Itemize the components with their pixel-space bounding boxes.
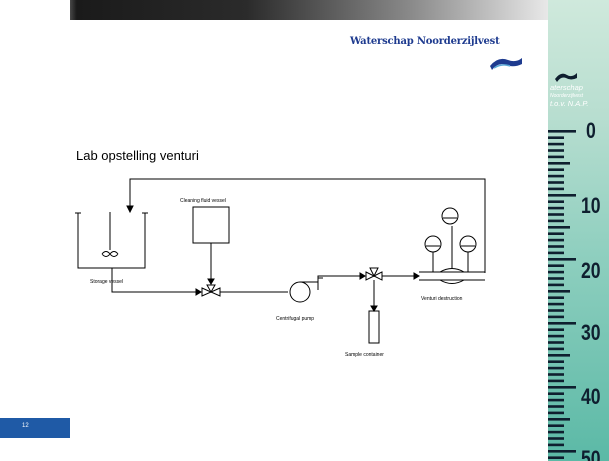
sample-container <box>368 310 380 344</box>
gauge-tick <box>548 437 564 440</box>
gauge-tick <box>548 418 570 421</box>
label-venturi-destruction: Venturi destruction <box>421 296 463 302</box>
gauge-tick <box>548 360 564 363</box>
label-sample-container: Sample container <box>345 352 384 358</box>
gauge-tick <box>548 411 564 415</box>
page-number: 12 <box>22 423 29 429</box>
gauge-tick-label: 20 <box>581 258 601 283</box>
storage-vessel <box>77 213 146 269</box>
gauge-tick <box>548 149 564 152</box>
gauge-tick <box>548 456 564 459</box>
gauge-tick <box>548 322 576 325</box>
gauge-tick <box>548 258 576 261</box>
gauge-tick <box>548 366 564 370</box>
gauge-tick <box>548 430 564 434</box>
gauge-tick <box>548 174 564 178</box>
gauge-tick <box>548 328 564 331</box>
gauge-tick <box>548 296 564 299</box>
gauge-tick-label: 40 <box>581 384 601 409</box>
pressure-gauge-left-icon <box>424 235 442 253</box>
pump-outlet-pipe <box>317 275 364 282</box>
gauge-tick <box>548 251 564 255</box>
gauge-tick <box>548 290 570 293</box>
process-diagram: Storage vessel Cleaning fluid vessel Cen… <box>75 178 486 358</box>
gauge-tick <box>548 341 564 344</box>
gauge-tick <box>548 130 576 133</box>
gauge-tick <box>548 136 564 139</box>
gauge-tick <box>548 354 570 357</box>
gauge-brand-line-1: aterschap <box>550 83 583 92</box>
gauge-tick-label: 50 <box>581 446 601 461</box>
gauge-tick <box>548 386 576 389</box>
three-way-valve-1 <box>201 284 221 297</box>
gauge-tick <box>548 238 564 242</box>
gauge-tick <box>548 398 564 402</box>
gauge-tick <box>548 226 570 229</box>
header-bar-cutout <box>0 0 70 20</box>
label-centrifugal-pump: Centrifugal pump <box>276 316 314 322</box>
gauge-tick <box>548 309 564 312</box>
mixer-icon <box>101 251 119 257</box>
pressure-gauge-right-icon <box>459 235 477 253</box>
gauge-tick <box>548 245 564 248</box>
gauge-wave-logo-icon <box>555 73 577 82</box>
gauge-tick <box>548 187 564 191</box>
gauge-tick <box>548 162 570 165</box>
gauge-tick <box>548 379 564 383</box>
gauge-tick-label: 0 <box>586 118 596 143</box>
gauge-tick <box>548 232 564 235</box>
gauge-tick <box>548 450 576 453</box>
return-arrow <box>126 205 134 214</box>
label-storage-vessel: Storage vessel <box>90 279 123 285</box>
gauge-tick-marks <box>548 130 576 459</box>
gauge-tick <box>548 194 576 197</box>
gauge-tick <box>548 334 564 338</box>
venturi-tube <box>419 271 485 281</box>
gauge-tick <box>548 264 564 267</box>
water-level-gauge: aterschap Noorderzijlvest t.o.v. N.A.P. … <box>548 0 609 461</box>
gauge-tick <box>548 373 564 376</box>
gauge-tick <box>548 270 564 274</box>
brand-wave-logo-icon <box>490 58 522 70</box>
gauge-tick <box>548 315 564 319</box>
gauge-tick <box>548 405 564 408</box>
gauge-tick <box>548 200 564 203</box>
gauge-tick-label: 10 <box>581 193 601 218</box>
gauge-tick <box>548 155 564 159</box>
gauge-tick <box>548 168 564 171</box>
gauge-tick <box>548 213 564 216</box>
storage-outlet-pipe <box>111 268 200 293</box>
page-number-box: 12 <box>0 418 70 438</box>
label-cleaning-fluid-vessel: Cleaning fluid vessel <box>180 198 226 204</box>
gauge-tick <box>548 347 564 351</box>
gauge-brand-line-3: t.o.v. N.A.P. <box>550 99 589 108</box>
gauge-tick <box>548 277 564 280</box>
gauge-brand-text: aterschap Noorderzijlvest t.o.v. N.A.P. <box>550 84 589 108</box>
gauge-tick <box>548 181 564 184</box>
slide-title: Lab opstelling venturi <box>76 148 199 163</box>
centrifugal-pump-icon <box>289 281 311 303</box>
gauge-brand-line-2: Noorderzijlvest <box>550 93 584 99</box>
gauge-tick <box>548 142 564 146</box>
brand-name: Waterschap Noorderzijlvest <box>350 36 500 47</box>
gauge-tick <box>548 424 564 427</box>
gauge-tick <box>548 443 564 447</box>
return-pipe <box>129 178 486 273</box>
gauge-tick <box>548 283 564 287</box>
header-gradient-bar <box>0 0 548 20</box>
gauge-tick <box>548 392 564 395</box>
pressure-gauge-top-icon <box>441 207 459 225</box>
cleaning-fluid-vessel <box>192 206 230 244</box>
three-way-valve-2 <box>365 267 383 281</box>
gauge-tick <box>548 206 564 210</box>
gauge-tick-label: 30 <box>581 320 601 345</box>
gauge-tick <box>548 219 564 223</box>
gauge-tick <box>548 302 564 306</box>
